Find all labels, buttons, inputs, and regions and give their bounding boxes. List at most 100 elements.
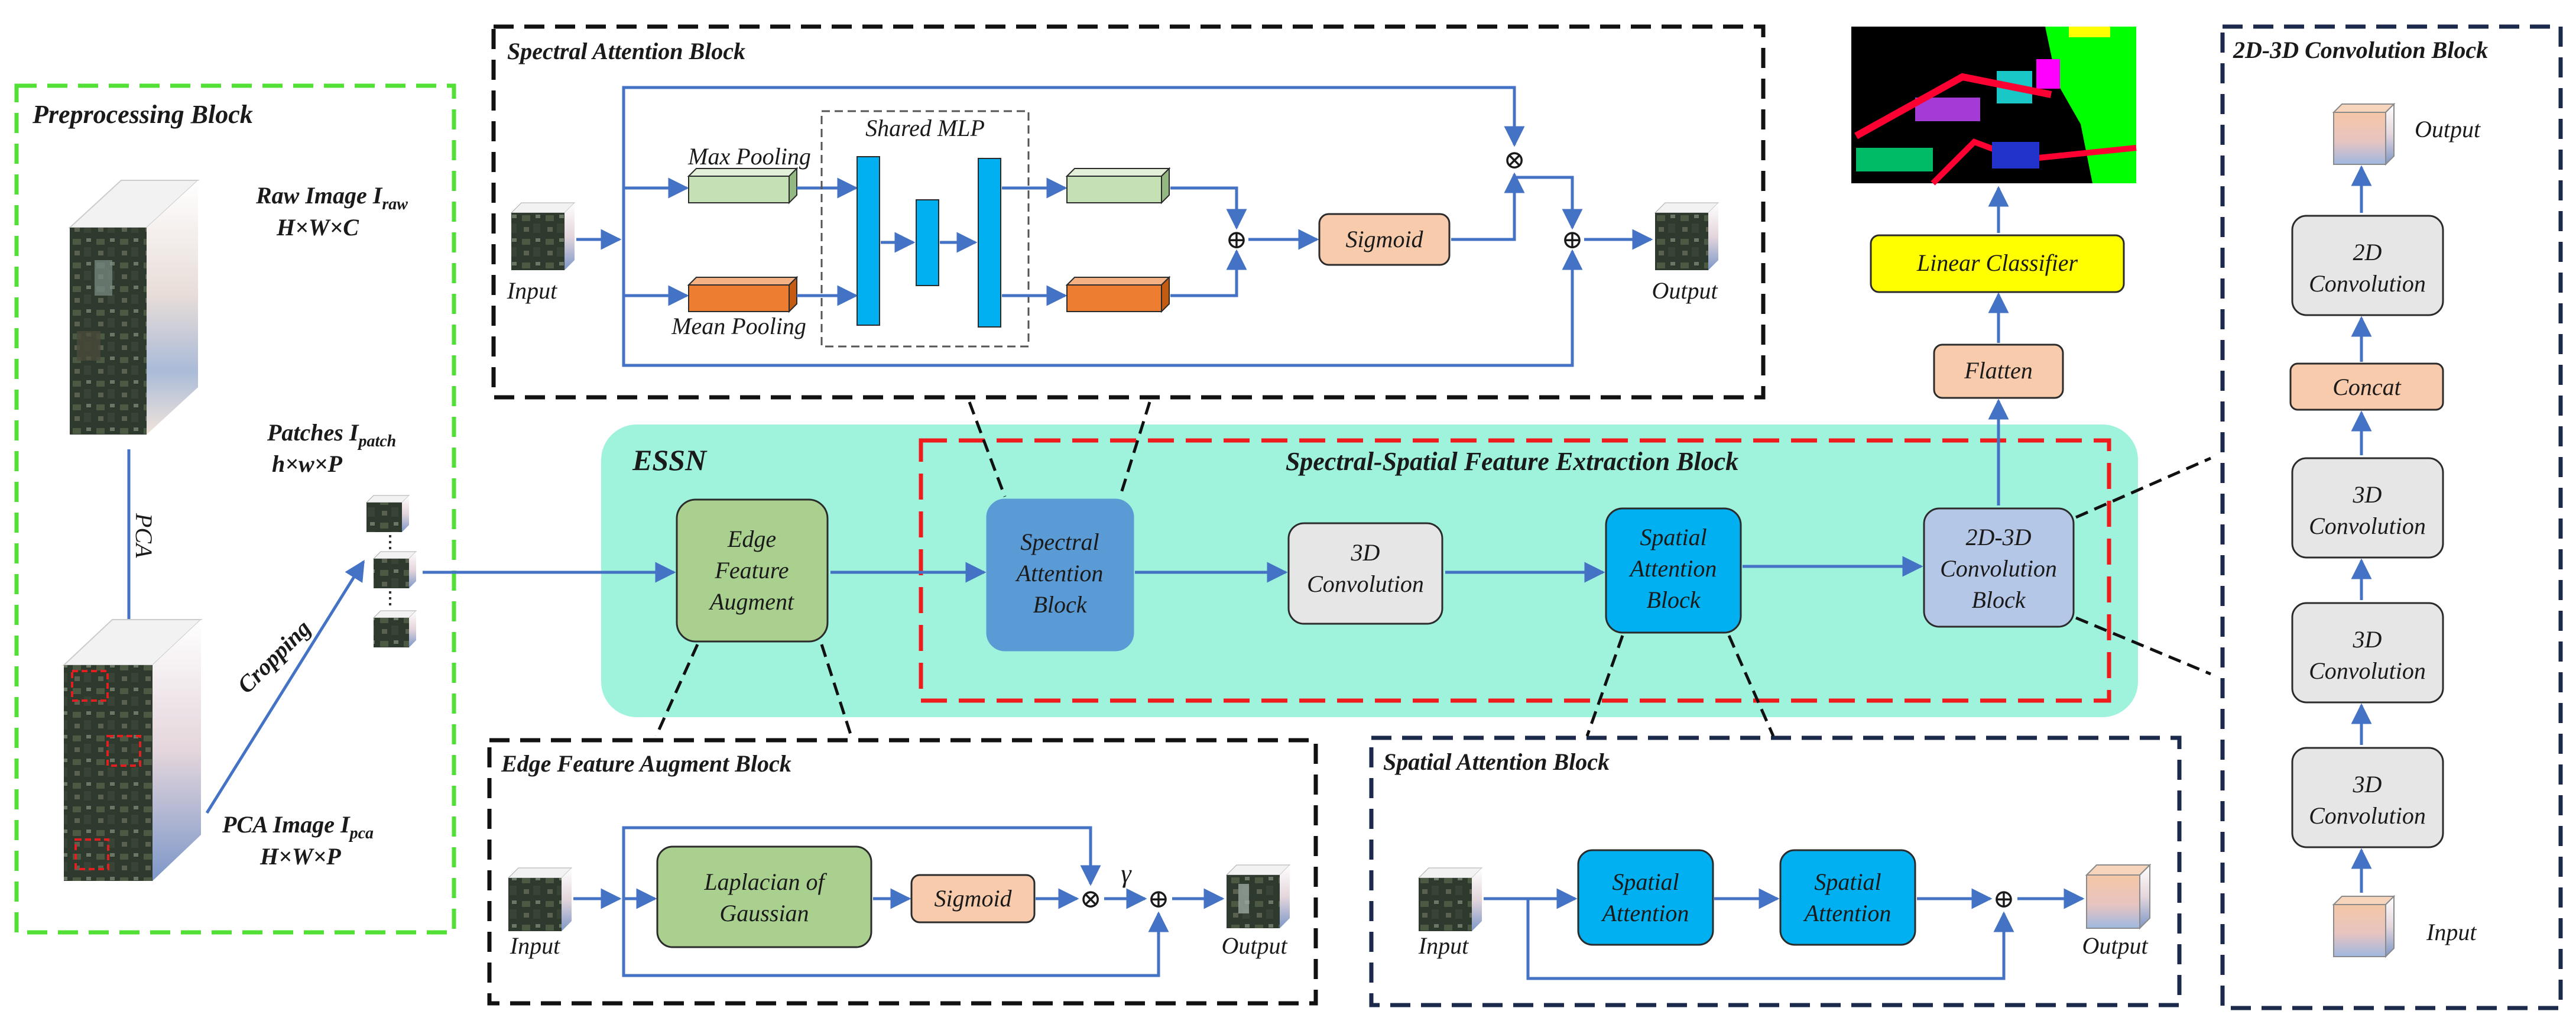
spatial-input-label: Input (1418, 932, 1469, 959)
conv3d-node-text-2: Convolution (1307, 571, 1424, 597)
c2d3d-input-cube (2332, 895, 2396, 958)
conv2d-text-1: 2D (2353, 239, 2382, 265)
log-text-1: Laplacian of (703, 869, 827, 895)
spatial-node-text-1: Spatial (1640, 524, 1706, 550)
raw-image-dims: H×W×C (276, 214, 359, 241)
spectral-attention-node (986, 498, 1134, 652)
conv3d-a-text-1: 3D (2353, 481, 2382, 508)
edge-top-skip-line (622, 826, 1101, 899)
mlp-layer-1 (856, 156, 880, 326)
linear-classifier-text: Linear Classifier (1916, 249, 2078, 276)
ssfe-title: Spectral-Spatial Feature Extraction Bloc… (1286, 447, 1738, 476)
preprocessing-title: Preprocessing Block (32, 100, 253, 129)
top-bar-to-plus-arrow (1170, 186, 1247, 230)
edge-bottom-skip-line (622, 899, 1169, 977)
cropping-arrow (205, 560, 365, 814)
spectral-node-text-1: Spectral (1020, 529, 1099, 555)
spatial-output-cube (2085, 863, 2152, 930)
bottom-bar-to-plus-arrow (1170, 249, 1247, 297)
sa1-text-2: Attention (1601, 900, 1689, 926)
edge-zoom-line-left (654, 643, 699, 737)
spatial-skip-line (1526, 899, 2014, 980)
spectral-sigmoid-node (1318, 213, 1451, 266)
edge-input-label: Input (510, 932, 560, 959)
spatial-attention-2-node (1779, 849, 1916, 946)
edge-node-text-1: Edge (727, 526, 776, 552)
c2d3d-output-cube (2332, 102, 2396, 166)
edge-sigmoid-text: Sigmoid (934, 885, 1012, 912)
edge-gamma-symbol: γ (1121, 859, 1132, 888)
patches-dims: h×w×P (272, 451, 343, 477)
c2d3d-zoom-line-bottom (2075, 616, 2211, 676)
conv3d-c-text-1: 3D (2353, 771, 2382, 798)
spatial-zoom-line-left (1585, 635, 1624, 737)
times-to-plus-arrow (1514, 176, 1583, 230)
c2d3d-node-text-1: 2D-3D (1965, 524, 2031, 550)
c2d3d-conv3d-node-a (2291, 457, 2444, 559)
conv3d-b-text-1: 3D (2353, 626, 2382, 653)
edge-plus-symbol: ⊕ (1148, 884, 1170, 913)
concat-text: Concat (2332, 374, 2401, 400)
spectral-node-text-2: Attention (1015, 560, 1104, 586)
sa2-text-1: Spatial (1814, 869, 1881, 895)
edge-node-text-3: Augment (708, 588, 794, 615)
sigmoid-to-times-arrow (1451, 172, 1525, 241)
mlp-layer-2 (916, 199, 939, 286)
flatten-node (1933, 344, 2064, 399)
spatial-zoom-line-right (1727, 634, 1775, 737)
mean-pooling-bar (687, 276, 799, 313)
patch-cube-1 (365, 495, 410, 532)
spatial-plus-symbol: ⊕ (1993, 884, 2015, 913)
classification-map (1851, 27, 2137, 186)
c2d3d-output-label: Output (2415, 116, 2481, 142)
c2d3d-node-text-2: Convolution (1940, 555, 2057, 582)
spectral-node-text-3: Block (1033, 591, 1087, 618)
spectral-input-cube (510, 202, 576, 270)
c2d3d-node (1923, 507, 2075, 628)
edge-sigmoid-node (910, 874, 1036, 923)
spectral-sigmoid-text: Sigmoid (1345, 226, 1423, 252)
spectral-zoom-line-left (968, 401, 1007, 497)
mlp-out-top-bar (1065, 167, 1171, 205)
spectral-input-label: Input (507, 277, 557, 304)
linear-classifier-node (1870, 234, 2125, 293)
pca-label: PCA (131, 513, 157, 558)
conv3d-node-text-1: 3D (1351, 539, 1380, 566)
spectral-output-plus-symbol: ⊕ (1562, 225, 1584, 254)
raw-image-cube (68, 180, 200, 435)
spatial-block-title: Spatial Attention Block (1383, 748, 1610, 775)
c2d3d-input-label: Input (2426, 919, 2477, 945)
conv3d-c-text-2: Convolution (2309, 802, 2426, 829)
patch-cube-3 (372, 610, 417, 647)
spectral-output-label: Output (1652, 277, 1718, 304)
spatial-block-frame (1369, 735, 2182, 1007)
spectral-zoom-line-right (1118, 401, 1151, 497)
spatial-output-label: Output (2082, 932, 2148, 959)
edge-input-cube (507, 867, 573, 931)
spatial-input-cube (1417, 867, 1483, 931)
c2d3d-zoom-line-top (2075, 456, 2212, 519)
spectral-bottom-skip-line (622, 239, 1583, 367)
conv2d-text-2: Convolution (2309, 270, 2426, 297)
c2d3d-block-title: 2D-3D Convolution Block (2233, 37, 2488, 63)
pca-image-label: PCA Image Ipca (222, 811, 374, 842)
c2d3d-node-text-3: Block (1971, 586, 2026, 613)
edge-block-title: Edge Feature Augment Block (501, 750, 791, 777)
edge-node-text-2: Feature (714, 557, 789, 584)
pca-image-dims: H×W×P (259, 843, 341, 870)
ssfe-block-frame (919, 438, 2111, 703)
mean-pooling-label: Mean Pooling (671, 313, 806, 339)
max-pooling-label: Max Pooling (687, 143, 811, 170)
edge-times-symbol: ⊗ (1080, 884, 1102, 913)
essn-label: ESSN (632, 443, 708, 477)
sa1-text-1: Spatial (1612, 869, 1679, 895)
spectral-output-cube (1654, 202, 1720, 270)
spectral-plus-symbol: ⊕ (1226, 225, 1248, 254)
c2d3d-block-frame (2220, 24, 2563, 1010)
concat-node (2289, 362, 2444, 411)
edge-zoom-line-right (820, 644, 853, 737)
edge-feature-augment-node (676, 498, 829, 643)
conv3d-a-text-2: Convolution (2309, 513, 2426, 539)
edge-output-label: Output (1221, 932, 1287, 959)
